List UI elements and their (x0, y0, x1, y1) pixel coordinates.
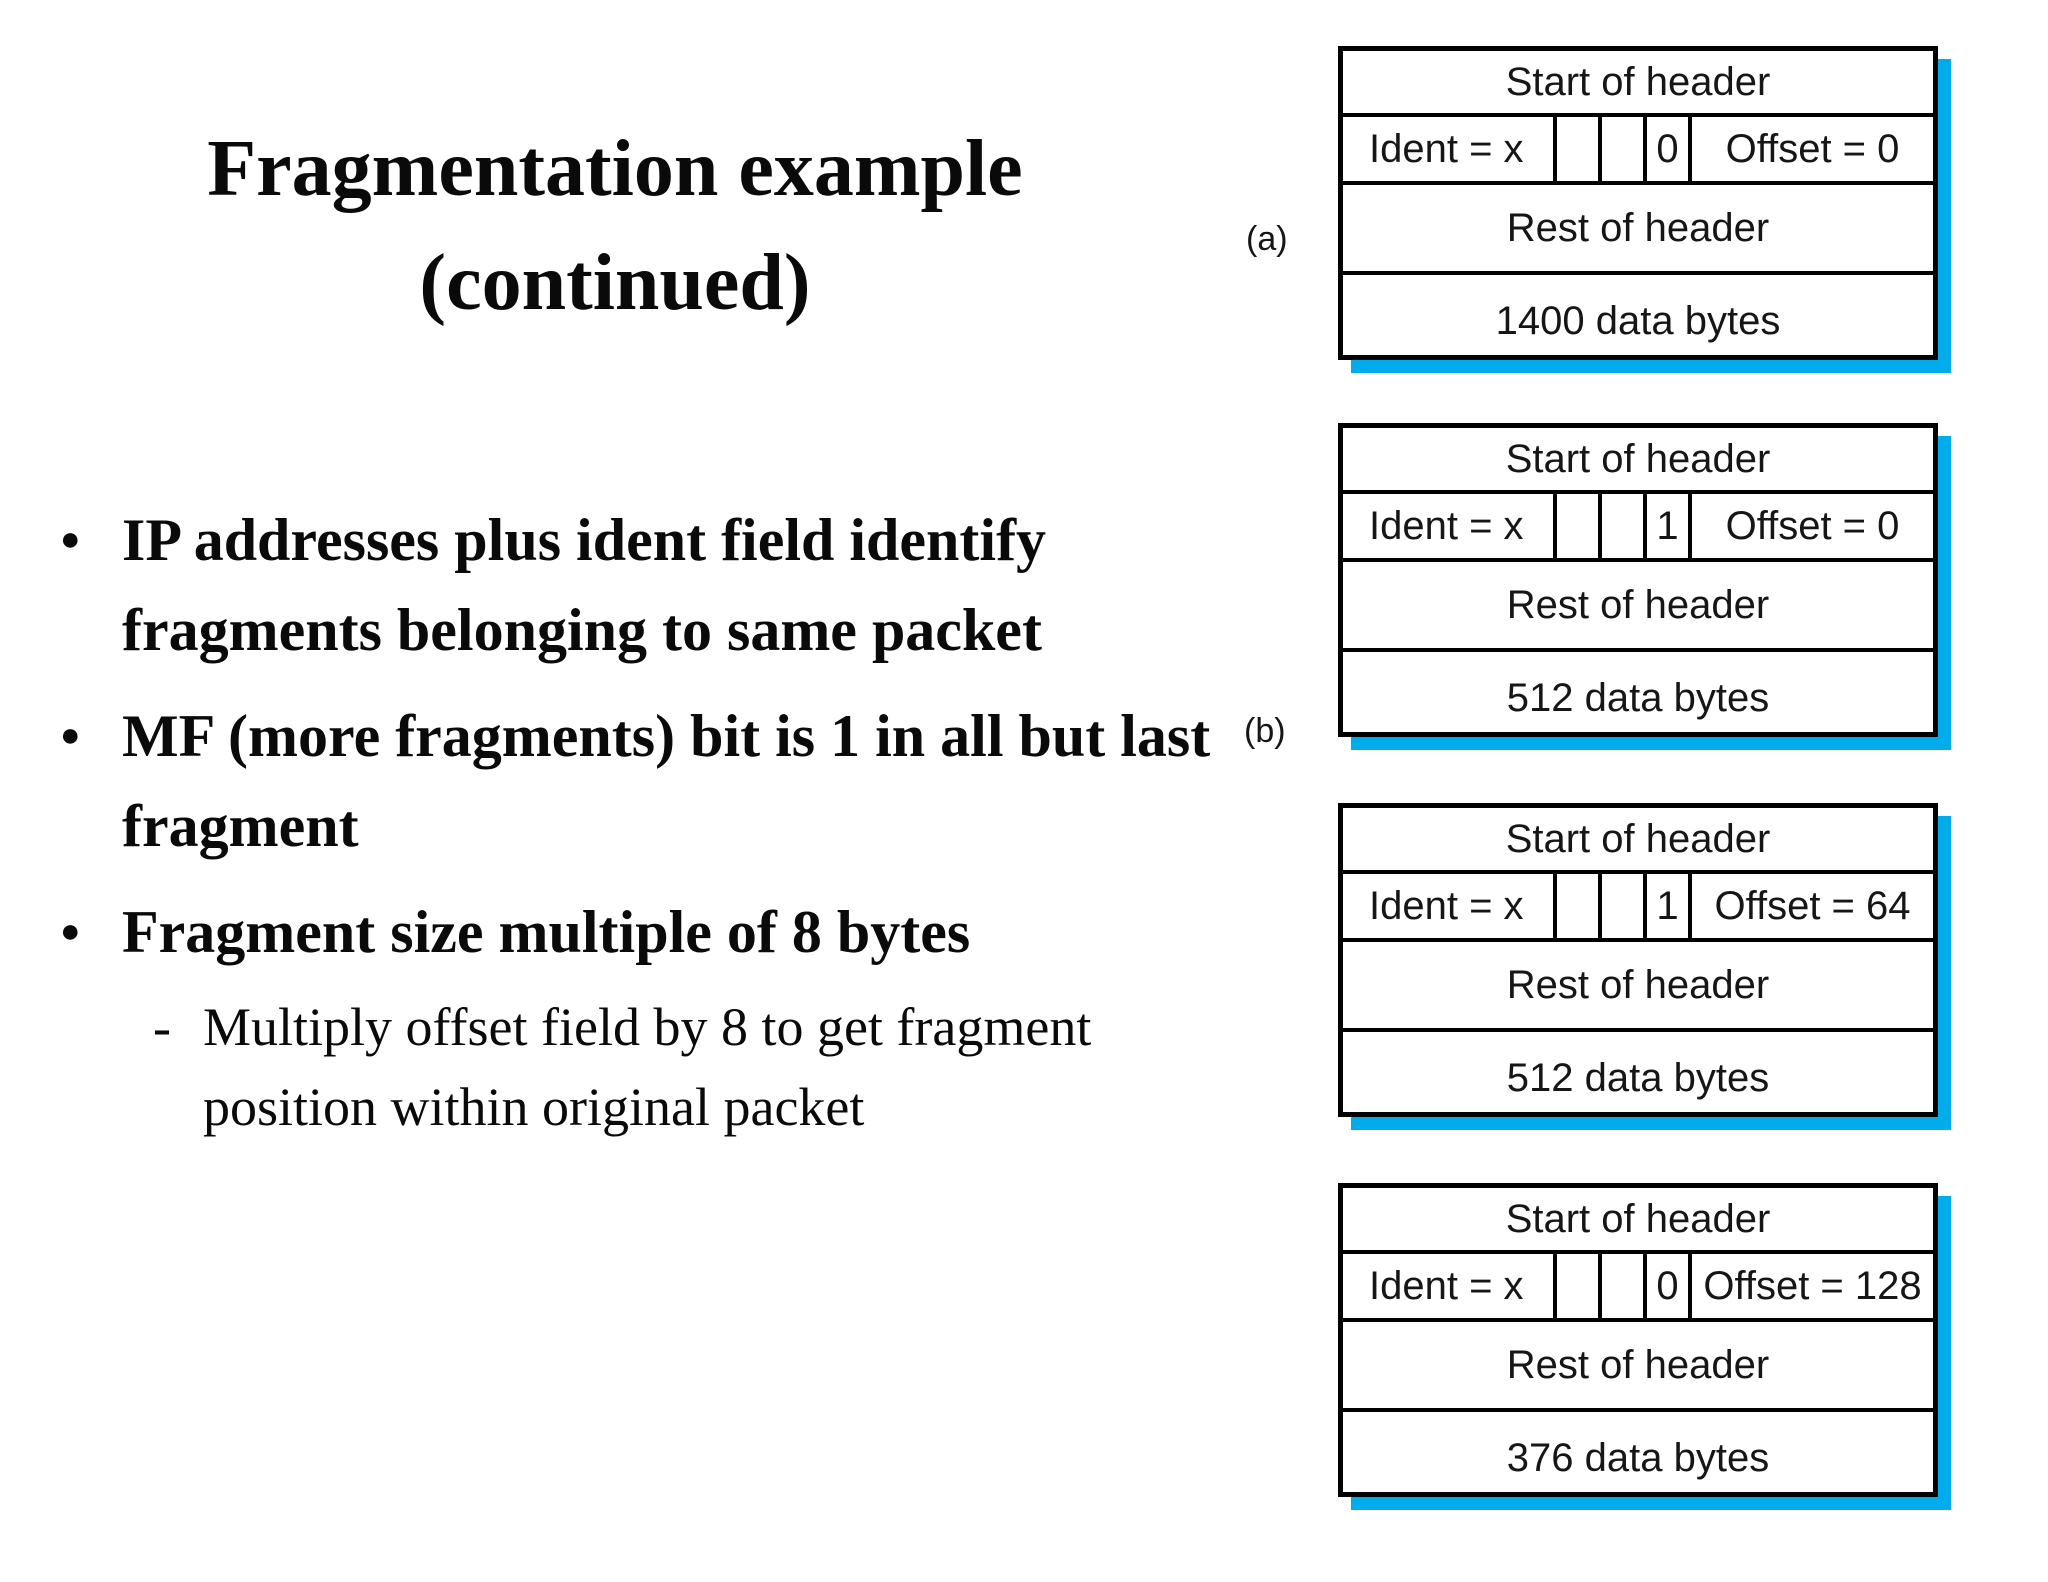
packet-row-data: 1400 data bytes (1343, 271, 1933, 367)
flag-cell-empty (1598, 874, 1643, 938)
start-of-header-label: Start of header (1505, 1196, 1771, 1241)
bullet-text-1: IP addresses plus ident field identify f… (122, 507, 1047, 663)
offset-field: Offset = 0 (1688, 117, 1933, 181)
mf-bit-cell: 0 (1643, 117, 1688, 181)
packet-row-rest-of-header: Rest of header (1343, 558, 1933, 648)
packet-row-ident: Ident = x 1 Offset = 0 (1343, 490, 1933, 558)
start-of-header-label: Start of header (1505, 59, 1771, 104)
start-of-header-label: Start of header (1505, 816, 1771, 861)
data-bytes-label: 376 data bytes (1506, 1435, 1770, 1480)
mf-bit-value: 1 (1656, 503, 1679, 548)
flag-cell-empty (1553, 874, 1598, 938)
ident-value: Ident = x (1369, 883, 1524, 928)
packet-row-rest-of-header: Rest of header (1343, 1318, 1933, 1408)
ident-field: Ident = x (1343, 117, 1553, 181)
ident-value: Ident = x (1369, 503, 1524, 548)
packet-diagram-fragment-1: Start of header Ident = x 1 Offset = 0 R… (1338, 423, 1938, 737)
offset-field: Offset = 0 (1688, 494, 1933, 558)
sub-bullet-text: Multiply offset field by 8 to get fragme… (203, 997, 1092, 1137)
ident-field: Ident = x (1343, 494, 1553, 558)
ident-value: Ident = x (1369, 1263, 1524, 1308)
packet-diagram-fragment-2: Start of header Ident = x 1 Offset = 64 … (1338, 803, 1938, 1117)
offset-value: Offset = 128 (1703, 1263, 1922, 1308)
mf-bit-value: 1 (1656, 883, 1679, 928)
bullet-text-2: MF (more fragments) bit is 1 in all but … (122, 703, 1211, 859)
ident-field: Ident = x (1343, 874, 1553, 938)
offset-value: Offset = 0 (1725, 126, 1900, 171)
offset-field: Offset = 128 (1688, 1254, 1933, 1318)
rest-of-header-label: Rest of header (1506, 205, 1770, 250)
offset-value: Offset = 64 (1714, 883, 1911, 928)
bullet-item-2: ● MF (more fragments) bit is 1 in all bu… (60, 691, 1230, 871)
offset-field: Offset = 64 (1688, 874, 1933, 938)
start-of-header-label: Start of header (1505, 436, 1771, 481)
flag-cell-empty (1598, 117, 1643, 181)
bullet-item-3: ● Fragment size multiple of 8 bytes (60, 887, 1230, 977)
bullet-dot-icon: ● (60, 521, 81, 558)
packet-row-ident: Ident = x 0 Offset = 0 (1343, 113, 1933, 181)
figure-label-b: (b) (1244, 712, 1286, 750)
packet-row-start-of-header: Start of header (1343, 1188, 1933, 1250)
flag-cell-empty (1598, 1254, 1643, 1318)
title-line-1: Fragmentation example (207, 125, 1023, 213)
mf-bit-value: 0 (1656, 126, 1679, 171)
slide-title: Fragmentation example (continued) (100, 112, 1130, 340)
figure-label-a: (a) (1246, 220, 1288, 258)
flag-cell-empty (1553, 1254, 1598, 1318)
bullet-dot-icon: ● (60, 913, 81, 950)
title-line-2: (continued) (419, 239, 811, 327)
packet-row-data: 512 data bytes (1343, 1028, 1933, 1124)
ident-value: Ident = x (1369, 126, 1524, 171)
rest-of-header-label: Rest of header (1506, 582, 1770, 627)
sub-bullet-item: - Multiply offset field by 8 to get frag… (60, 987, 1230, 1147)
packet-row-ident: Ident = x 0 Offset = 128 (1343, 1250, 1933, 1318)
packet-diagram-unfragmented: Start of header Ident = x 0 Offset = 0 R… (1338, 46, 1938, 360)
data-bytes-label: 512 data bytes (1506, 1055, 1770, 1100)
flag-cell-empty (1598, 494, 1643, 558)
ident-field: Ident = x (1343, 1254, 1553, 1318)
dash-marker-icon: - (153, 997, 171, 1057)
data-bytes-label: 512 data bytes (1506, 675, 1770, 720)
packet-row-rest-of-header: Rest of header (1343, 938, 1933, 1028)
packet-row-start-of-header: Start of header (1343, 428, 1933, 490)
packet-row-start-of-header: Start of header (1343, 808, 1933, 870)
packet-row-start-of-header: Start of header (1343, 51, 1933, 113)
mf-bit-value: 0 (1656, 1263, 1679, 1308)
packet-row-data: 376 data bytes (1343, 1408, 1933, 1504)
packet-row-rest-of-header: Rest of header (1343, 181, 1933, 271)
mf-bit-cell: 1 (1643, 494, 1688, 558)
bullet-item-1: ● IP addresses plus ident field identify… (60, 495, 1230, 675)
rest-of-header-label: Rest of header (1506, 962, 1770, 1007)
mf-bit-cell: 1 (1643, 874, 1688, 938)
offset-value: Offset = 0 (1725, 503, 1900, 548)
rest-of-header-label: Rest of header (1506, 1342, 1770, 1387)
bullet-text-3: Fragment size multiple of 8 bytes (122, 899, 971, 965)
bullet-list: ● IP addresses plus ident field identify… (60, 495, 1230, 1147)
bullet-dot-icon: ● (60, 717, 81, 754)
packet-row-data: 512 data bytes (1343, 648, 1933, 744)
packet-row-ident: Ident = x 1 Offset = 64 (1343, 870, 1933, 938)
data-bytes-label: 1400 data bytes (1495, 298, 1781, 343)
flag-cell-empty (1553, 117, 1598, 181)
mf-bit-cell: 0 (1643, 1254, 1688, 1318)
packet-diagram-fragment-3: Start of header Ident = x 0 Offset = 128… (1338, 1183, 1938, 1497)
flag-cell-empty (1553, 494, 1598, 558)
